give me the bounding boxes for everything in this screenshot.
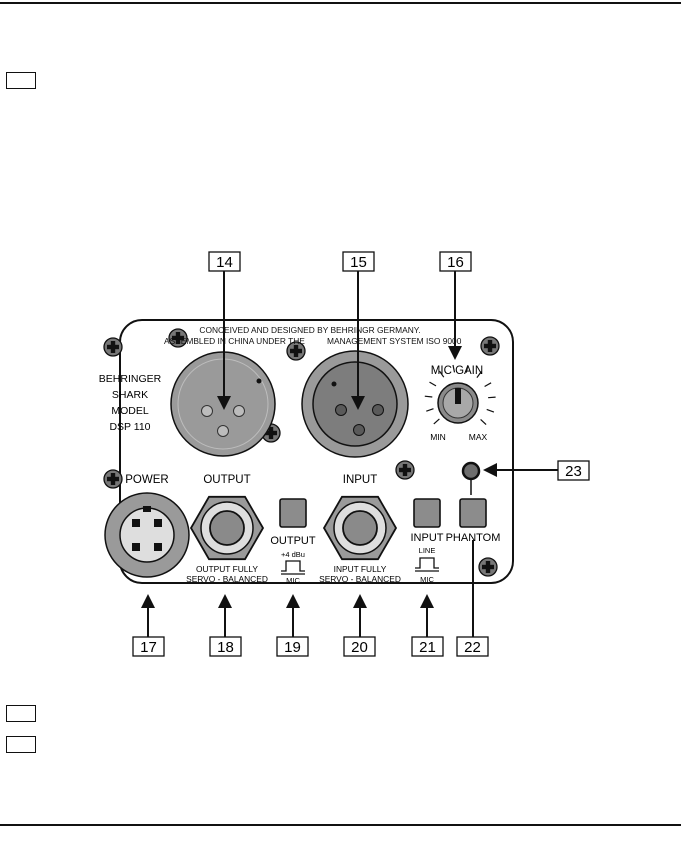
leader-19	[286, 594, 300, 637]
svg-text:21: 21	[419, 639, 436, 656]
callout-22: 22	[456, 636, 489, 657]
switch-position-icon	[415, 557, 439, 572]
output-level-label: +4 dBu	[281, 550, 305, 559]
input-jack-caption-2: SERVO - BALANCED	[319, 574, 401, 584]
callout-21: 21	[411, 636, 444, 657]
bottom-rule	[0, 824, 681, 826]
input-switch-label: INPUT	[411, 532, 444, 544]
mic-gain-max-label: MAX	[469, 432, 488, 442]
screw-icon	[395, 460, 415, 480]
svg-text:19: 19	[284, 639, 301, 656]
svg-text:18: 18	[217, 639, 234, 656]
empty-label-box-bottom	[6, 736, 36, 753]
input-level-switch[interactable]	[413, 498, 441, 528]
input-jack-label: INPUT	[343, 474, 378, 486]
brand-line-4: DSP 110	[109, 421, 150, 433]
input-jack	[322, 495, 398, 561]
leader-21	[420, 594, 434, 637]
screw-icon	[103, 337, 123, 357]
output-jack	[189, 495, 265, 561]
screw-icon	[103, 469, 123, 489]
leader-15	[351, 271, 365, 410]
callout-14: 14	[208, 251, 241, 272]
leader-20	[353, 594, 367, 637]
output-switch-label: OUTPUT	[270, 535, 316, 547]
leader-18	[218, 594, 232, 637]
callout-16: 16	[439, 251, 472, 272]
mic-gain-min-label: MIN	[430, 432, 446, 442]
empty-label-box-mid	[6, 705, 36, 722]
callout-15: 15	[342, 251, 375, 272]
power-label: POWER	[125, 474, 168, 486]
svg-text:17: 17	[140, 639, 157, 656]
leader-16	[448, 271, 462, 360]
phantom-label: PHANTOM	[446, 532, 501, 544]
screw-icon	[478, 557, 498, 577]
input-jack-caption-1: INPUT FULLY	[334, 564, 387, 574]
input-line-label: LINE	[419, 546, 436, 555]
empty-label-box-top	[6, 72, 36, 89]
brand-line-1: BEHRINGER	[99, 373, 162, 385]
mic-gain-label: MIC GAIN	[431, 365, 483, 377]
leader-23	[483, 463, 558, 477]
leader-14	[217, 271, 231, 410]
phantom-switch[interactable]	[459, 498, 487, 528]
callout-20: 20	[343, 636, 376, 657]
header-line-2a: ASSEMBLED IN CHINA UNDER THE	[164, 336, 305, 346]
switch-position-icon	[281, 560, 305, 575]
callout-18: 18	[209, 636, 242, 657]
output-jack-label: OUTPUT	[203, 474, 250, 486]
header-line-1: CONCEIVED AND DESIGNED BY BEHRINGR GERMA…	[199, 325, 420, 335]
output-jack-caption-2: SERVO - BALANCED	[186, 574, 268, 584]
callout-23: 23	[557, 460, 590, 481]
output-level-switch[interactable]	[279, 498, 307, 528]
leader-17	[141, 594, 155, 637]
brand-line-2: SHARK	[112, 389, 148, 401]
header-line-2b: MANAGEMENT SYSTEM ISO 9000	[327, 336, 462, 346]
callout-17: 17	[132, 636, 165, 657]
svg-text:22: 22	[464, 639, 481, 656]
svg-text:14: 14	[216, 254, 233, 271]
input-mic-label: MIC	[420, 575, 434, 584]
callout-19: 19	[276, 636, 309, 657]
svg-text:23: 23	[565, 463, 582, 480]
mic-gain-knob[interactable]	[424, 364, 496, 426]
screw-icon	[480, 336, 500, 356]
output-jack-caption-1: OUTPUT FULLY	[196, 564, 258, 574]
phantom-led	[461, 461, 481, 481]
output-mic-label: MIC	[286, 576, 300, 585]
svg-text:16: 16	[447, 254, 464, 271]
power-connector	[104, 492, 190, 578]
svg-text:15: 15	[350, 254, 367, 271]
svg-text:20: 20	[351, 639, 368, 656]
top-rule	[0, 2, 681, 4]
brand-line-3: MODEL	[111, 405, 149, 417]
